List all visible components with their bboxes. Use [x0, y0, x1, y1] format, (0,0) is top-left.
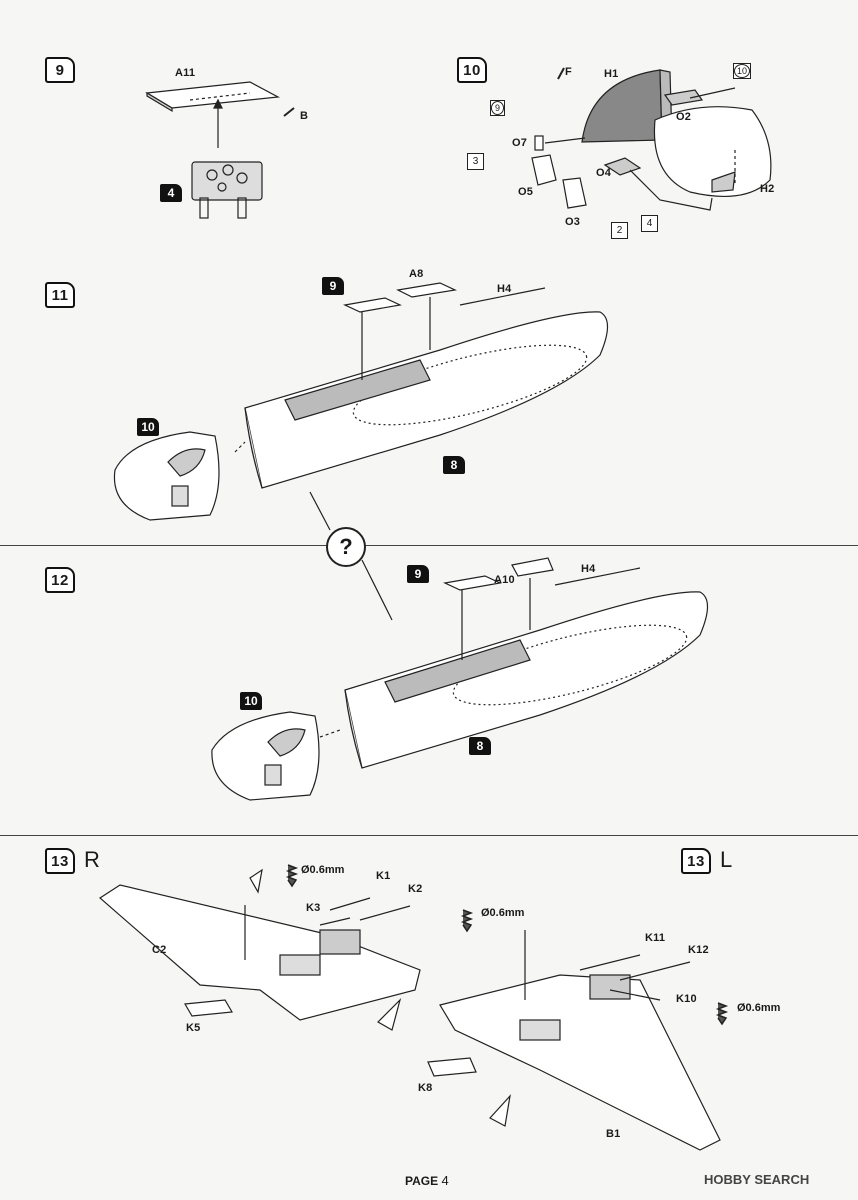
label-K8: K8	[418, 1082, 433, 1094]
section-divider-top	[0, 545, 858, 546]
label-O7: O7	[512, 137, 528, 149]
boxed-number-10-text: 10	[734, 64, 750, 78]
label-O2: O2	[676, 111, 692, 123]
boxed-number-9-text: 9	[491, 101, 504, 115]
ref-badge-10-a: 10	[137, 418, 159, 436]
page-label: PAGE	[405, 1174, 439, 1188]
label-O4: O4	[596, 167, 612, 179]
label-A11: A11	[175, 67, 196, 79]
label-H4-b: H4	[581, 563, 596, 575]
label-O5: O5	[518, 186, 534, 198]
boxed-number-9: 9	[490, 100, 505, 116]
step-13L-badge: 13	[681, 848, 711, 874]
label-H1: H1	[604, 68, 619, 80]
label-A8: A8	[409, 268, 424, 280]
ref-badge-8-b: 8	[469, 737, 491, 755]
label-K5: K5	[186, 1022, 201, 1034]
label-B: B	[300, 110, 309, 122]
watermark: HOBBY SEARCH	[704, 1172, 810, 1187]
page-footer: PAGE 4	[405, 1173, 449, 1188]
step-13R-side: R	[84, 847, 100, 872]
step-9-badge: 9	[45, 57, 75, 83]
label-A10: A10	[494, 574, 515, 586]
step11-drawing	[113, 282, 609, 521]
circled-number-2: 2	[611, 222, 628, 239]
label-C2: C2	[152, 944, 167, 956]
circled-number-4: 4	[641, 215, 658, 232]
step-13R-badge: 13	[45, 848, 75, 874]
question-mark-icon: ?	[326, 527, 366, 567]
label-K1: K1	[376, 870, 391, 882]
page-number: 4	[441, 1173, 449, 1188]
step-13L-side: L	[720, 847, 733, 872]
boxed-number-10: 10	[733, 63, 751, 79]
step-12-badge: 12	[45, 567, 75, 593]
step13R-drawing	[99, 868, 421, 1031]
step13L-drawing	[427, 930, 721, 1151]
step-10-badge: 10	[457, 57, 487, 83]
label-K2: K2	[408, 883, 423, 895]
ref-badge-8-a: 8	[443, 456, 465, 474]
step12-drawing	[211, 557, 709, 801]
step10-drawing	[531, 67, 772, 211]
label-K3: K3	[306, 902, 321, 914]
step-11-badge: 11	[45, 282, 75, 308]
label-H4-a: H4	[497, 283, 512, 295]
drill-size-3: Ø0.6mm	[737, 1002, 781, 1014]
label-K11: K11	[645, 932, 666, 944]
label-K10: K10	[676, 993, 697, 1005]
ref-badge-10-b: 10	[240, 692, 262, 710]
label-H2: H2	[760, 183, 775, 195]
drill-bits	[285, 864, 729, 1026]
step9-drawing	[145, 81, 295, 219]
label-O3: O3	[565, 216, 581, 228]
section-divider-bottom	[0, 835, 858, 836]
label-K12: K12	[688, 944, 709, 956]
drill-size-1: Ø0.6mm	[301, 864, 345, 876]
ref-badge-9-a: 9	[322, 277, 344, 295]
label-F: F	[565, 66, 572, 78]
circled-number-3: 3	[467, 153, 484, 170]
drill-size-2: Ø0.6mm	[481, 907, 525, 919]
label-B1: B1	[606, 1128, 621, 1140]
ref-badge-9-b: 9	[407, 565, 429, 583]
ref-badge-4: 4	[160, 184, 182, 202]
